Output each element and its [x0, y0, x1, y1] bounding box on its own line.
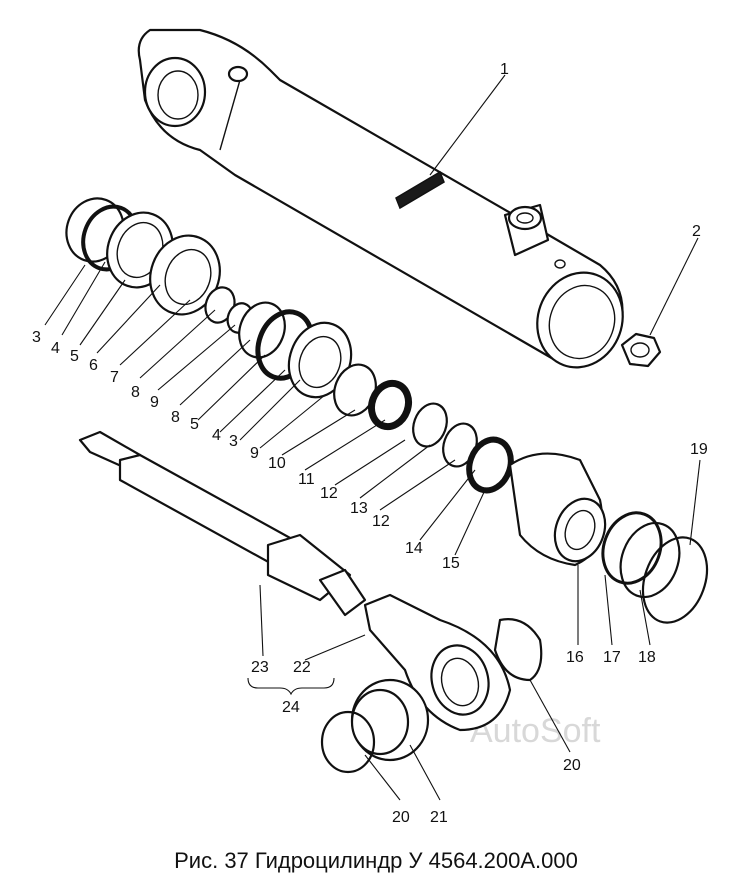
callouts: 1 2 3 4 5 6 7 8 9 8 5 4 3 9 10 11 12 13 … — [32, 61, 708, 826]
callout-22: 22 — [293, 659, 311, 676]
callout-21: 21 — [430, 809, 448, 826]
callout-11: 11 — [298, 471, 315, 488]
callout-6: 6 — [89, 357, 98, 374]
callout-18: 18 — [638, 649, 656, 666]
callout-7: 7 — [110, 369, 119, 386]
callout-14: 14 — [405, 540, 423, 557]
callout-8: 8 — [131, 384, 140, 401]
callout-13: 13 — [350, 500, 368, 517]
callout-19: 19 — [690, 441, 708, 458]
callout-8b: 8 — [171, 409, 180, 426]
retaining-ring-lower — [320, 710, 376, 774]
callout-9: 9 — [150, 394, 159, 411]
callout-10: 10 — [268, 455, 286, 472]
retaining-ring-upper — [493, 618, 543, 682]
nut — [620, 332, 662, 368]
callout-16: 16 — [566, 649, 584, 666]
figure-caption: Рис. 37 Гидроцилиндр У 4564.200А.000 — [174, 848, 578, 873]
piston-seal-stack — [65, 197, 709, 624]
callout-2: 2 — [692, 223, 701, 240]
callout-5b: 5 — [190, 416, 199, 433]
callout-12b: 12 — [372, 513, 390, 530]
callout-4: 4 — [51, 340, 60, 357]
callout-12: 12 — [320, 485, 338, 502]
callout-24: 24 — [282, 699, 300, 716]
callout-20: 20 — [563, 757, 581, 774]
callout-3b: 3 — [229, 433, 238, 450]
cylinder-body — [137, 28, 624, 369]
callout-4b: 4 — [212, 427, 221, 444]
callout-1: 1 — [500, 61, 509, 78]
callout-3: 3 — [32, 329, 41, 346]
callout-9b: 9 — [250, 445, 259, 462]
callout-5: 5 — [70, 348, 79, 365]
callout-17: 17 — [603, 649, 621, 666]
piston-rod — [78, 430, 367, 617]
callout-23: 23 — [251, 659, 269, 676]
leader-lines — [44, 74, 701, 801]
bushing — [350, 678, 430, 762]
callout-20b: 20 — [392, 809, 410, 826]
callout-15: 15 — [442, 555, 460, 572]
